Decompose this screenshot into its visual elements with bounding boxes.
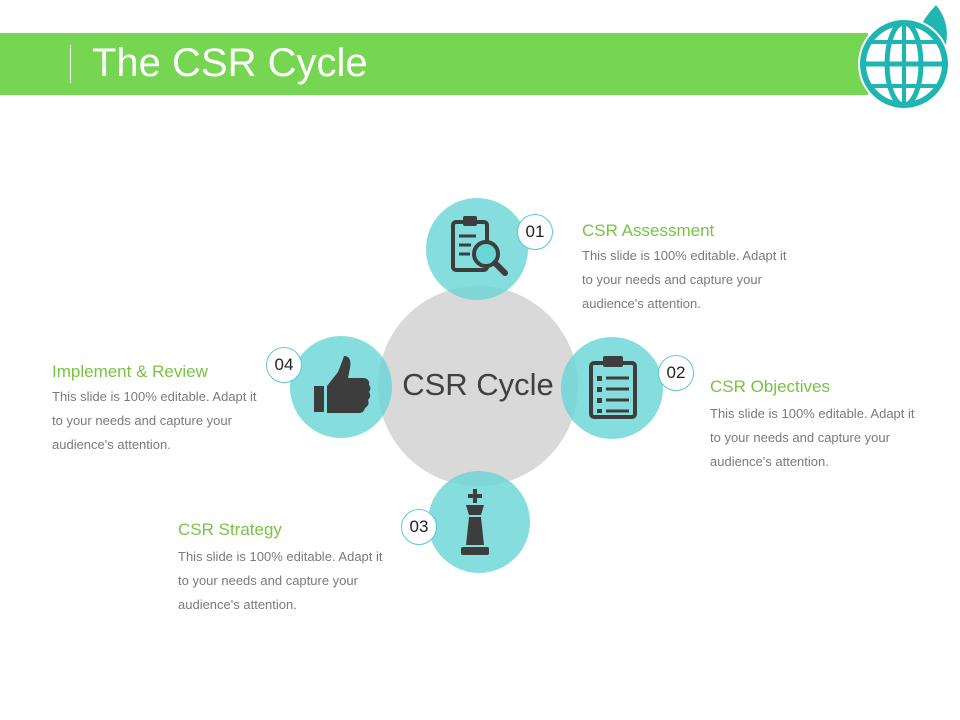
center-label: CSR Cycle [402,367,554,402]
title-bar [0,33,868,95]
globe-leaf-icon [858,0,950,110]
step-title: CSR Objectives [710,377,830,396]
step-description: This slide is 100% editable. Adapt it to… [178,549,383,612]
step-number-badge: 04 [266,347,302,383]
node-csr-objectives [561,337,663,439]
node-csr-assessment [426,198,528,300]
clipboard-search-icon [451,216,508,276]
step-description: This slide is 100% editable. Adapt it to… [710,406,915,469]
checklist-icon [589,356,637,419]
step-description: This slide is 100% editable. Adapt it to… [52,389,257,452]
step-title: Implement & Review [52,362,208,381]
node-csr-strategy [428,471,530,573]
slide-title: The CSR Cycle [92,41,368,85]
chess-king-icon [461,489,489,555]
step-number-badge: 02 [658,355,694,391]
thumbs-up-icon [314,356,371,413]
step-title: CSR Assessment [582,221,715,240]
node-implement-review [290,336,392,438]
step-description: This slide is 100% editable. Adapt it to… [582,248,787,311]
step-title: CSR Strategy [178,520,282,539]
center-circle [378,286,578,486]
step-number-badge: 01 [517,214,553,250]
step-number-badge: 03 [401,509,437,545]
title-divider [70,45,71,83]
